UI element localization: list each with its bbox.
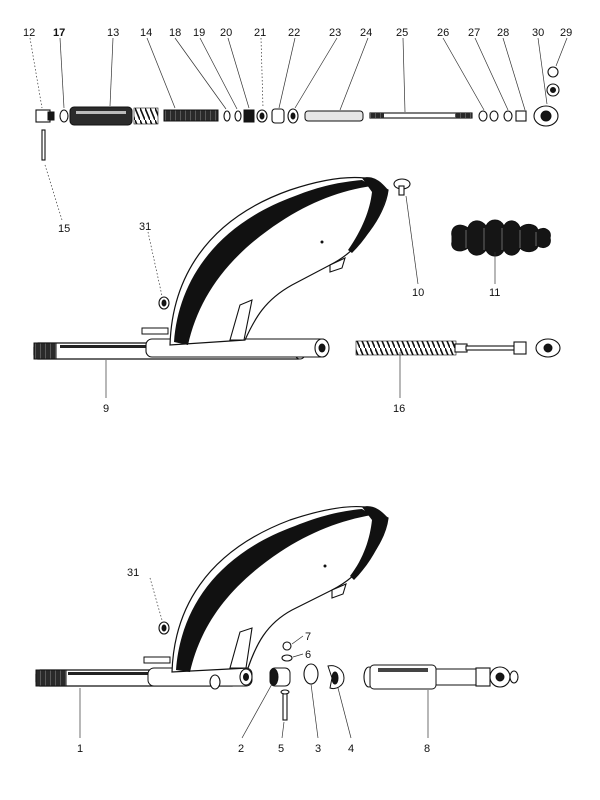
part-13-tube — [69, 106, 133, 126]
callout-8: 8 — [424, 743, 430, 755]
callout-17: 17 — [53, 27, 65, 39]
middle-frame-assembly — [33, 176, 389, 360]
callout-9: 9 — [103, 403, 109, 415]
callout-labels: 12 17 13 14 18 19 20 21 22 23 24 25 26 2… — [23, 27, 572, 755]
bottom-small-parts — [269, 641, 519, 721]
part-15-pin — [41, 129, 46, 161]
callout-4: 4 — [348, 743, 354, 755]
callout-7: 7 — [305, 631, 311, 643]
callout-21: 21 — [254, 27, 266, 39]
part-17-ring — [59, 109, 69, 123]
callout-19: 19 — [193, 27, 205, 39]
callout-28: 28 — [497, 27, 509, 39]
callout-29: 29 — [560, 27, 572, 39]
part-14-spring — [133, 107, 159, 125]
callout-24: 24 — [360, 27, 372, 39]
callout-16: 16 — [393, 403, 405, 415]
part-11-bellows — [451, 219, 551, 257]
callout-13: 13 — [107, 27, 119, 39]
callout-12: 12 — [23, 27, 35, 39]
bottom-leaders — [79, 577, 429, 739]
callout-20: 20 — [220, 27, 232, 39]
part-18-rod — [163, 109, 219, 122]
callout-18: 18 — [169, 27, 181, 39]
callout-14: 14 — [140, 27, 152, 39]
part-29-nut — [547, 66, 559, 78]
callout-11: 11 — [489, 287, 500, 299]
callout-27: 27 — [468, 27, 480, 39]
callout-31-upper: 31 — [139, 221, 151, 233]
part-16-spring-rod — [355, 338, 561, 358]
part-10-cap — [393, 178, 411, 196]
callout-25: 25 — [396, 27, 408, 39]
callout-22: 22 — [288, 27, 300, 39]
parts-26-28-washers — [478, 105, 559, 127]
top-leaders — [29, 37, 568, 221]
bottom-frame-assembly — [35, 505, 389, 690]
middle-leaders — [105, 195, 496, 398]
top-parts-row — [35, 66, 560, 161]
callout-31-lower: 31 — [127, 567, 139, 579]
callout-15: 15 — [58, 223, 70, 235]
callout-2: 2 — [238, 743, 244, 755]
callout-10: 10 — [412, 287, 424, 299]
callout-6: 6 — [305, 649, 311, 661]
callout-3: 3 — [315, 743, 321, 755]
part-12-nut — [35, 109, 55, 123]
callout-26: 26 — [437, 27, 449, 39]
part-24-tube — [304, 110, 364, 122]
callout-30: 30 — [532, 27, 544, 39]
callout-1: 1 — [77, 743, 83, 755]
parts-19-22-washers — [223, 108, 299, 124]
callout-23: 23 — [329, 27, 341, 39]
callout-5: 5 — [278, 743, 284, 755]
